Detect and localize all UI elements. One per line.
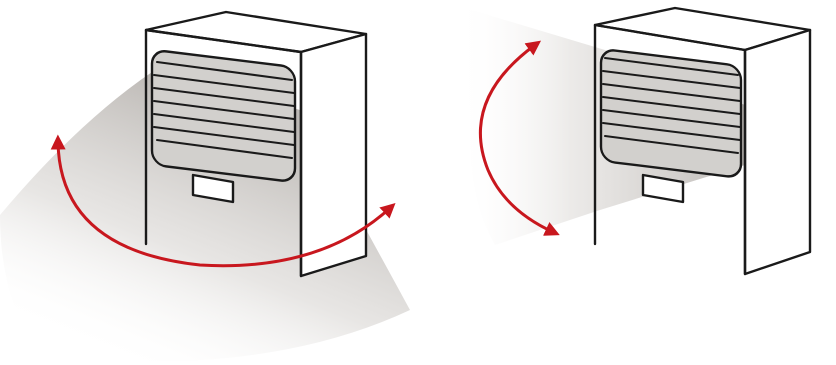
right-cabinet-side [743, 28, 812, 276]
right-cabinet-front [593, 23, 747, 276]
left-cabinet-side [299, 32, 368, 278]
left-unit [0, 10, 410, 362]
left-swing-arrow [50, 134, 396, 268]
right-display-panel [641, 173, 685, 204]
right-vent-slats [602, 57, 741, 154]
right-vent-grille [599, 49, 743, 178]
right-unit [455, 5, 812, 276]
right-swing-arrow [479, 40, 560, 236]
